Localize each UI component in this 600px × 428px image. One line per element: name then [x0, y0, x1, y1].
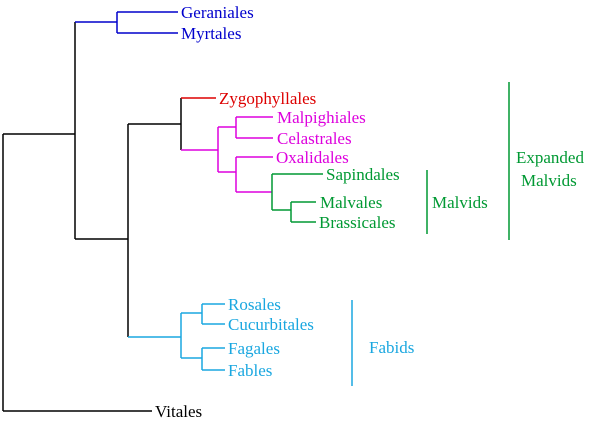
leaf-fagales: Fagales [228, 339, 280, 358]
branch-main [74, 22, 129, 337]
leaf-celastrales: Celastrales [277, 129, 352, 148]
branch-malpighiales-group [181, 116, 273, 193]
branch-geraniales-myrtales [75, 11, 178, 34]
leaf-zygophyllales: Zygophyllales [219, 89, 316, 108]
leaf-fables: Fables [228, 361, 272, 380]
clade-malvids: Malvids [432, 193, 488, 212]
leaf-sapindales: Sapindales [326, 165, 400, 184]
leaf-geraniales: Geraniales [181, 3, 254, 22]
leaf-oxalidales: Oxalidales [276, 148, 349, 167]
branch-root [2, 133, 152, 412]
leaf-rosales: Rosales [228, 295, 281, 314]
branch-fabids [128, 303, 225, 371]
clade-expanded-malvids-line2: Malvids [521, 171, 577, 190]
branch-malvids [271, 173, 323, 223]
leaf-cucurbitales: Cucurbitales [228, 315, 314, 334]
branch-core [128, 98, 182, 150]
clade-expanded-malvids-line1: Expanded [516, 148, 584, 167]
clade-fabids: Fabids [369, 338, 414, 357]
leaf-malvales: Malvales [320, 193, 382, 212]
leaf-malpighiales: Malpighiales [277, 108, 366, 127]
leaf-myrtales: Myrtales [181, 24, 241, 43]
leaf-brassicales: Brassicales [319, 213, 395, 232]
leaf-vitales: Vitales [155, 402, 202, 421]
